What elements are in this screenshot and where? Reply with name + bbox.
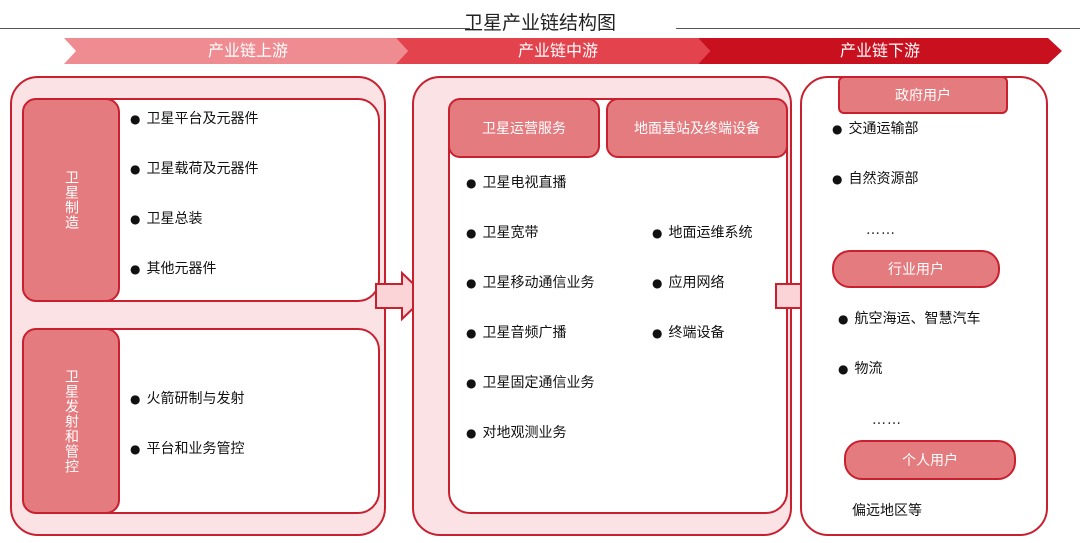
list-item: 平台和业务管控 xyxy=(130,438,244,458)
list-item: 应用网络 xyxy=(652,272,724,292)
list-item: 卫星移动通信业务 xyxy=(466,272,594,292)
upstream-chevron xyxy=(64,38,408,64)
list-item: 终端设备 xyxy=(652,322,724,342)
manufacturing-tab: 卫星制造 xyxy=(22,98,120,302)
industry-users-header: 行业用户 xyxy=(832,250,1000,288)
midstream-content-box xyxy=(448,98,788,514)
launch-label: 卫星发射和管控 xyxy=(63,368,79,474)
list-item: 火箭研制与发射 xyxy=(130,388,244,408)
downstream-chevron xyxy=(698,38,1062,64)
list-item: 卫星音频广播 xyxy=(466,322,566,342)
ground-equipment-header: 地面基站及终端设备 xyxy=(606,98,788,158)
list-item: 对地观测业务 xyxy=(466,422,566,442)
list-item: 卫星载荷及元器件 xyxy=(130,158,258,178)
ellipsis: …… xyxy=(872,412,902,428)
stage-label-midstream: 产业链中游 xyxy=(517,41,598,60)
list-item: 其他元器件 xyxy=(130,258,216,278)
launch-tab: 卫星发射和管控 xyxy=(22,328,120,514)
list-item: 物流 xyxy=(838,358,882,378)
ellipsis: …… xyxy=(866,222,896,238)
personal-users-note: 偏远地区等 xyxy=(852,503,922,519)
stage-label-upstream: 产业链上游 xyxy=(207,41,288,60)
list-item: 地面运维系统 xyxy=(652,222,752,242)
stage-label-downstream: 产业链下游 xyxy=(839,41,920,60)
title-rule-left xyxy=(0,28,470,29)
list-item: 交通运输部 xyxy=(832,118,918,138)
list-item: 卫星宽带 xyxy=(466,222,538,242)
government-users-header: 政府用户 xyxy=(838,76,1008,114)
midstream-chevron xyxy=(396,38,710,64)
operations-header: 卫星运营服务 xyxy=(448,98,600,158)
title-rule-right xyxy=(676,28,1080,29)
list-item: 卫星平台及元器件 xyxy=(130,108,258,128)
diagram-title: 卫星产业链结构图 xyxy=(463,12,616,34)
list-item: 自然资源部 xyxy=(832,168,918,188)
list-item: 卫星固定通信业务 xyxy=(466,372,594,392)
stage-arrows xyxy=(64,38,1062,64)
manufacturing-label: 卫星制造 xyxy=(63,170,79,230)
list-item: 卫星总装 xyxy=(130,208,202,228)
list-item: 卫星电视直播 xyxy=(466,172,566,192)
personal-users-header: 个人用户 xyxy=(844,440,1016,480)
list-item: 航空海运、智慧汽车 xyxy=(838,308,980,328)
